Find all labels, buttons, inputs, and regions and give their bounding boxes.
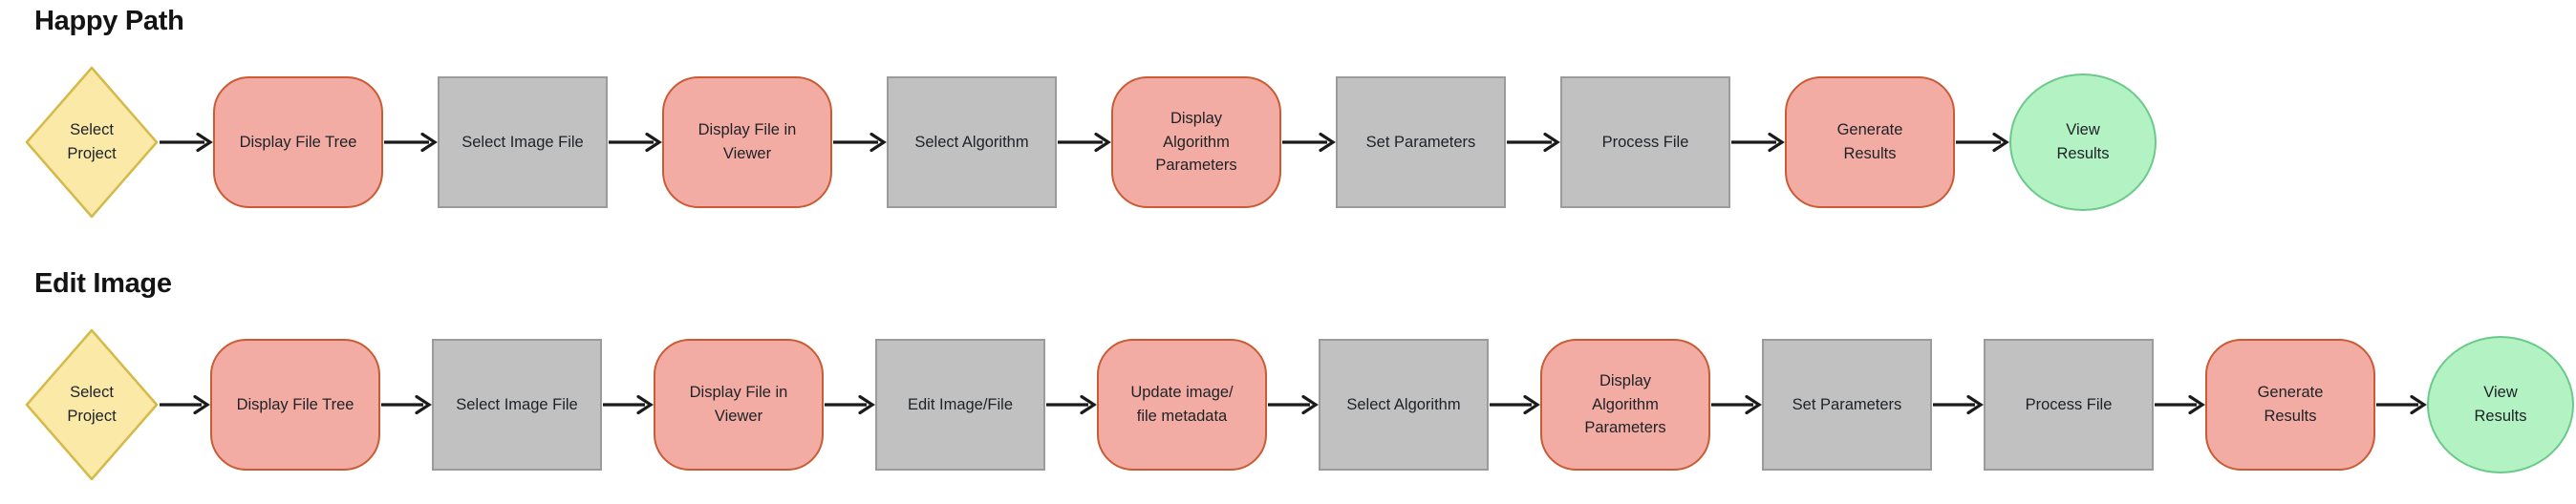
flow-node-process-file: Process File (1984, 339, 2154, 471)
node-label: Process File (2025, 395, 2113, 413)
section-title: Edit Image (34, 268, 172, 299)
arrow-right-icon (159, 393, 210, 416)
arrow-right-icon (1730, 131, 1785, 154)
node-label: View Results (2056, 121, 2110, 162)
arrow-right-icon (1506, 131, 1560, 154)
node-label: Edit Image/File (907, 395, 1014, 413)
node-label: Display Algorithm Parameters (1584, 371, 1666, 437)
arrow-right-icon (1045, 393, 1097, 416)
flow-node-select-project: Select Project (25, 328, 159, 481)
arrow-right-icon (832, 131, 887, 154)
arrow-right-icon (1710, 393, 1762, 416)
node-label: Select Image File (456, 395, 578, 413)
arrow-right-icon (1267, 393, 1319, 416)
arrow-right-icon (2154, 393, 2205, 416)
arrow-right-icon (1932, 393, 1984, 416)
flow-node-display-algorithm-parameters: Display Algorithm Parameters (1111, 76, 1281, 208)
flow-node-select-algorithm: Select Algorithm (1319, 339, 1489, 471)
arrow-right-icon (1057, 131, 1111, 154)
flow-row: Select Project Display File Tree Select Im… (25, 328, 2576, 481)
flow-node-update-image-file-metadata: Update image/ file metadata (1097, 339, 1267, 471)
flow-node-generate-results: Generate Results (2205, 339, 2375, 471)
section-title: Happy Path (34, 6, 184, 36)
node-label: Select Algorithm (914, 133, 1029, 151)
flow-node-set-parameters: Set Parameters (1762, 339, 1932, 471)
flow-node-select-image-file: Select Image File (432, 339, 602, 471)
flow-node-view-results: View Results (2427, 336, 2574, 473)
node-label: Generate Results (2257, 384, 2324, 425)
flow-node-edit-image-file: Edit Image/File (875, 339, 1045, 471)
flow-node-generate-results: Generate Results (1785, 76, 1955, 208)
flow-node-display-file-in-viewer: Display File in Viewer (654, 339, 824, 471)
node-label: Select Image File (462, 133, 584, 151)
flow-node-view-results: View Results (2009, 74, 2157, 211)
node-label: Display File in Viewer (689, 384, 788, 425)
arrow-right-icon (824, 393, 875, 416)
node-label: Update image/ file metadata (1130, 384, 1234, 425)
flow-node-process-file: Process File (1560, 76, 1730, 208)
flow-node-select-project: Select Project (25, 66, 159, 219)
node-label: Generate Results (1836, 121, 1903, 162)
flow-node-select-algorithm: Select Algorithm (887, 76, 1057, 208)
flow-row: Select Project Display File Tree Select Im… (25, 66, 2576, 219)
flow-node-display-file-tree: Display File Tree (213, 76, 383, 208)
arrow-right-icon (608, 131, 662, 154)
arrow-right-icon (383, 131, 438, 154)
arrow-right-icon (2375, 393, 2427, 416)
arrow-right-icon (602, 393, 654, 416)
arrow-right-icon (380, 393, 432, 416)
flow-node-display-file-in-viewer: Display File in Viewer (662, 76, 832, 208)
flow-node-display-file-tree: Display File Tree (210, 339, 380, 471)
node-label: Select Project (67, 121, 117, 162)
node-label: Set Parameters (1365, 133, 1476, 151)
node-label: Select Algorithm (1346, 395, 1461, 413)
arrow-right-icon (1955, 131, 2009, 154)
node-label: Set Parameters (1792, 395, 1902, 413)
node-label: Display File Tree (239, 133, 357, 151)
node-label: Select Project (67, 384, 117, 425)
diamond-shape (25, 328, 159, 481)
node-label: Display File in Viewer (698, 121, 797, 162)
flow-node-select-image-file: Select Image File (438, 76, 608, 208)
arrow-right-icon (1489, 393, 1540, 416)
node-label: View Results (2474, 384, 2527, 425)
arrow-right-icon (159, 131, 213, 154)
node-label: Display File Tree (236, 395, 354, 413)
flow-node-set-parameters: Set Parameters (1336, 76, 1506, 208)
arrow-right-icon (1281, 131, 1336, 154)
node-label: Display Algorithm Parameters (1155, 109, 1237, 175)
node-label: Process File (1601, 133, 1689, 151)
flow-node-display-algorithm-parameters: Display Algorithm Parameters (1540, 339, 1710, 471)
diamond-shape (25, 66, 159, 219)
